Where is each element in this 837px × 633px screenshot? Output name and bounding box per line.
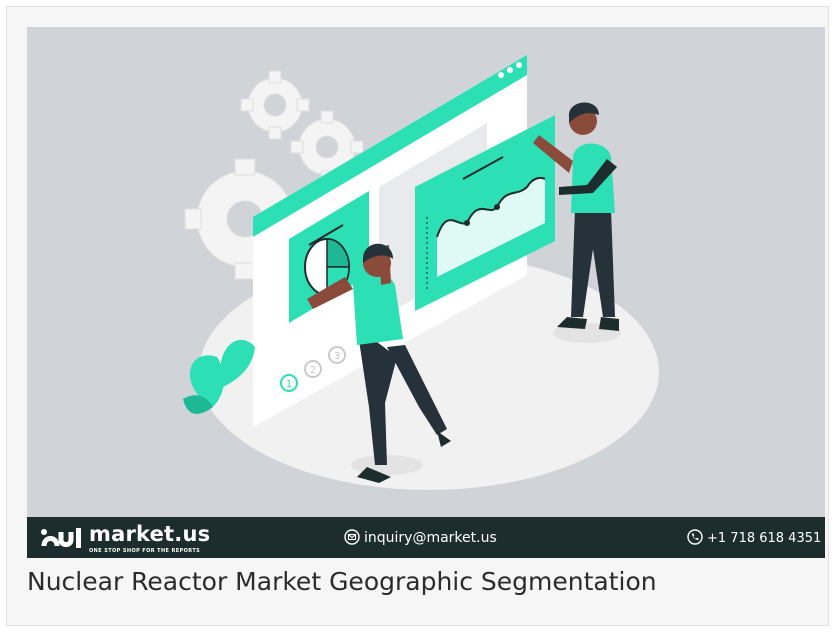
brand-name: market.us (89, 522, 211, 546)
report-banner-image: 1 2 3 (27, 27, 825, 558)
area-chart-icon (426, 177, 546, 289)
man-figure (533, 102, 621, 343)
contact-phone-text: +1 718 618 4351 (707, 531, 822, 546)
market-us-logo-icon (41, 528, 81, 548)
footer-bar: market.us ONE STOP SHOP FOR THE REPORTS … (27, 517, 825, 558)
gear-icon (290, 110, 364, 184)
step-number-1: 1 (286, 379, 292, 390)
figure-card: 1 2 3 (6, 6, 829, 626)
phone-icon (687, 529, 703, 545)
step-number-2: 2 (310, 365, 316, 376)
step-indicators: 1 2 3 (280, 346, 346, 392)
step-number-3: 3 (334, 351, 340, 362)
contact-email-text: inquiry@market.us (364, 530, 497, 546)
leaf-icon (183, 339, 255, 414)
contact-phone[interactable]: +1 718 618 4351 (687, 529, 821, 546)
browser-titlebar (253, 55, 527, 237)
woman-figure (307, 243, 451, 483)
email-icon (344, 529, 360, 545)
brand-tagline: ONE STOP SHOP FOR THE REPORTS (89, 548, 201, 554)
figure-caption: Nuclear Reactor Market Geographic Segmen… (27, 567, 657, 596)
contact-email[interactable]: inquiry@market.us (344, 529, 497, 546)
data-analysis-illustration: 1 2 3 (27, 27, 825, 517)
gear-icon (240, 70, 310, 140)
